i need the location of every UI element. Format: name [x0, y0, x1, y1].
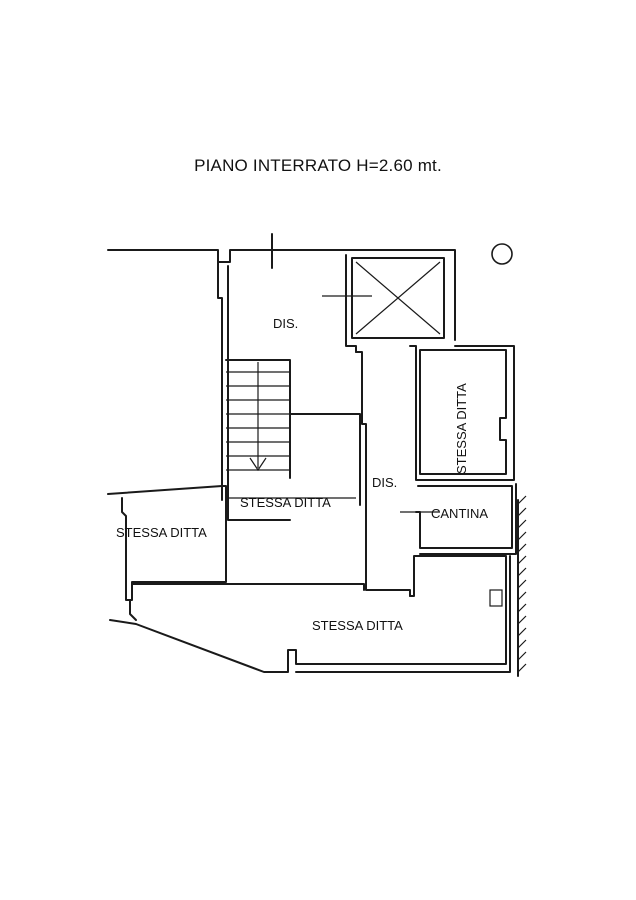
room-left-walls [107, 485, 227, 601]
room-label-stessa-ditta-bottom: STESSA DITTA [312, 618, 403, 633]
lift-outer [345, 254, 357, 353]
lift-cross [355, 261, 441, 335]
room-label-stessa-ditta-center: STESSA DITTA [240, 495, 331, 510]
top-wall [107, 249, 456, 341]
room-label-dis-center: DIS. [372, 475, 397, 490]
hatch-edge [517, 495, 527, 673]
room-label-stessa-ditta-left: STESSA DITTA [116, 525, 207, 540]
staircase [225, 359, 361, 506]
corridor-left [355, 351, 411, 597]
right-outer [419, 483, 517, 555]
column-marker [489, 589, 503, 607]
lift-shaft [351, 257, 445, 339]
north-marker-icon [491, 243, 513, 265]
room-label-cantina: CANTINA [431, 506, 488, 521]
room-right-walls [419, 349, 507, 475]
bottom-left-jamb [129, 599, 137, 621]
room-label-dis-upper: DIS. [273, 316, 298, 331]
corridor-right [409, 345, 515, 481]
plan-title: PIANO INTERRATO H=2.60 mt. [194, 156, 442, 175]
bottom-right-wall [295, 555, 511, 673]
left-wall-upper [217, 261, 223, 501]
room-label-stessa-ditta-right: STESSA DITTA [454, 383, 469, 474]
left-wall-inner [227, 265, 291, 521]
bottom-room-walls [109, 555, 507, 673]
